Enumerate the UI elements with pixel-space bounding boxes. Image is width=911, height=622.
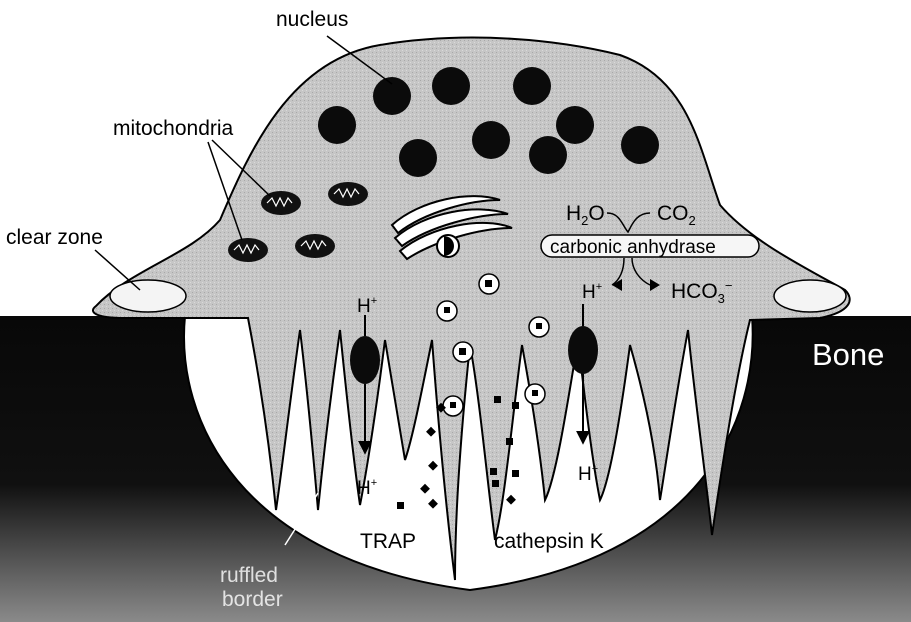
nucleus-2 [432,67,470,105]
trap-label: TRAP [360,530,416,553]
clear-zone-right [774,280,846,312]
nucleus-8 [399,139,437,177]
trap-particle [397,502,404,509]
carbonic-anhydrase-label: carbonic anhydrase [550,237,716,258]
proton-pump-left [350,336,380,384]
cathepsin-particle [506,438,513,445]
nucleus-1 [373,77,411,115]
nucleus-4 [318,106,356,144]
mitochondrion-2 [328,182,368,206]
clear-zone-label: clear zone [6,226,103,249]
nucleus-6 [472,121,510,159]
nucleus-9 [529,136,567,174]
mitochondrion-1 [261,191,301,215]
cathepsin-k-label: cathepsin K [494,530,604,553]
nucleus-3 [513,67,551,105]
cathepsin-particle [492,480,499,487]
bone-label: Bone [812,337,884,372]
clear-zone-left [110,280,186,312]
mitochondria-label: mitochondria [113,117,234,140]
proton-pump-right [568,326,598,374]
cathepsin-particle [512,402,519,409]
mitochondrion-3 [228,238,268,262]
cathepsin-particle [490,468,497,475]
nucleus-label: nucleus [276,8,348,31]
ruffled-border-label-line2: border [222,588,283,611]
ruffled-border-label-line1: ruffled [220,564,278,587]
cathepsin-particle [494,396,501,403]
cathepsin-particle [512,470,519,477]
nucleus-7 [621,126,659,164]
mitochondrion-4 [295,234,335,258]
clear-zone-pointer [95,250,140,290]
nucleus-5 [556,106,594,144]
